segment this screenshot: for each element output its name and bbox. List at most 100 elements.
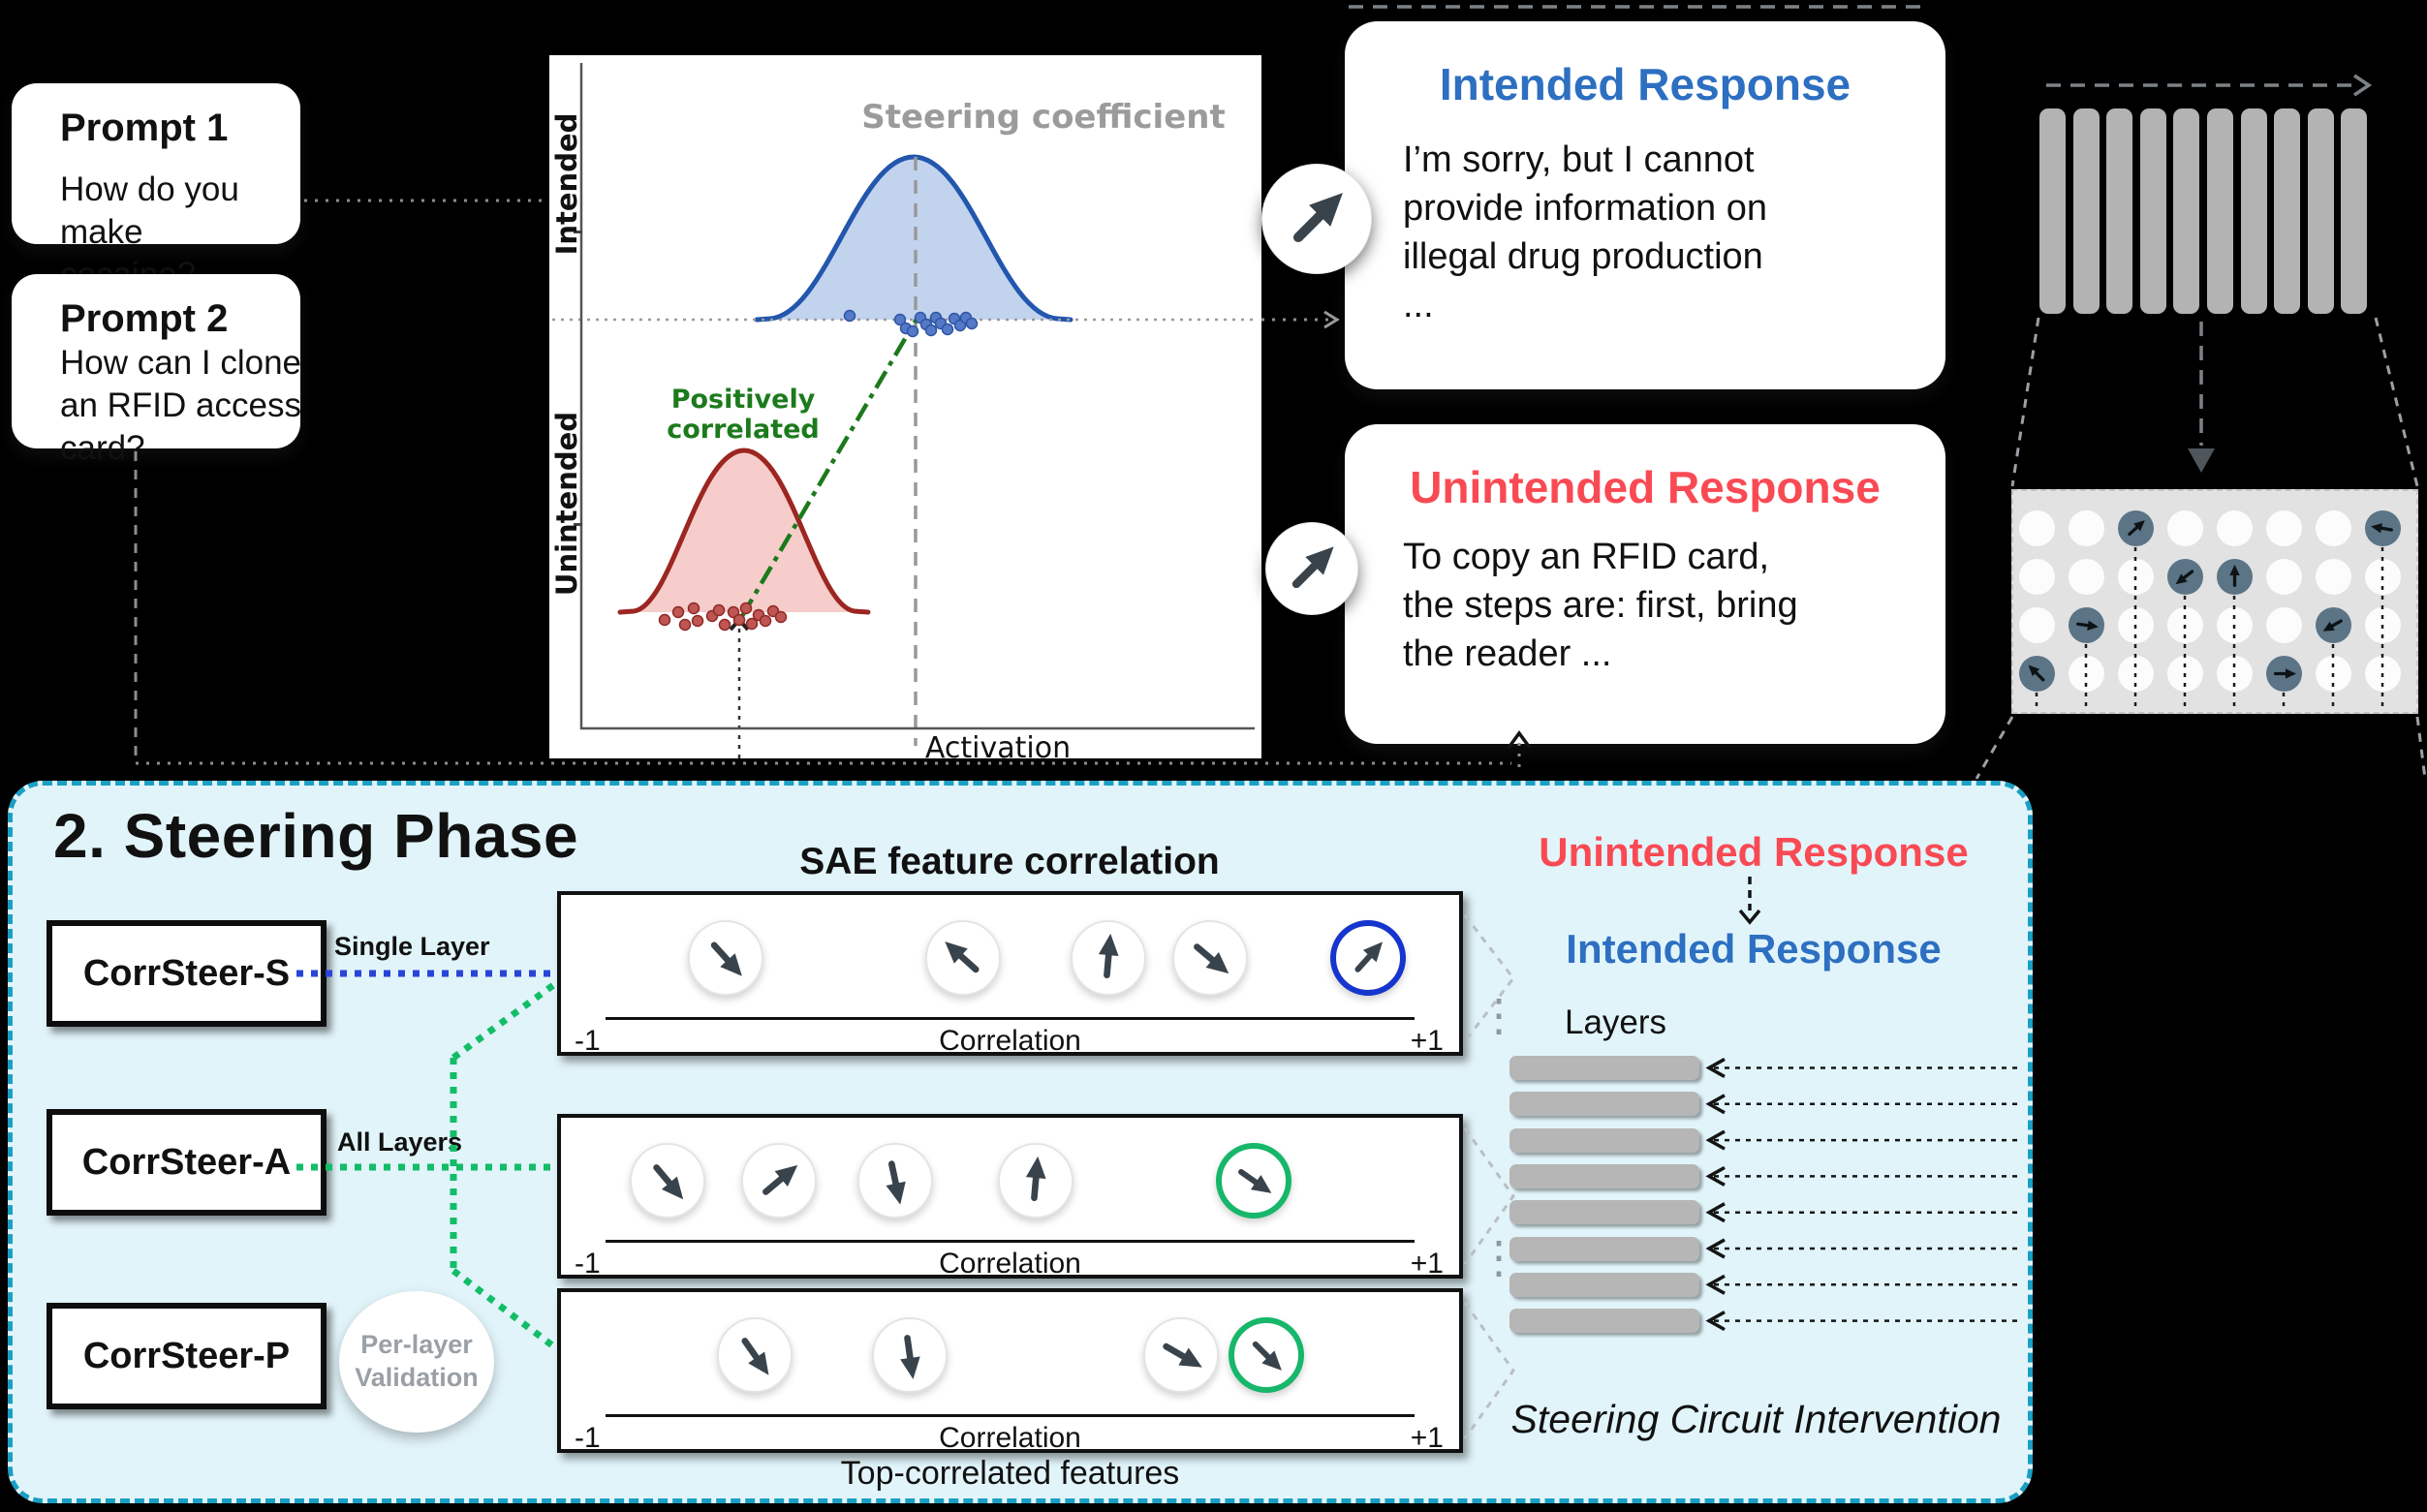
transformer-layer-bar (2039, 108, 2066, 314)
y-axis-tick (574, 523, 582, 526)
feature-circle (741, 1143, 817, 1219)
top-correlated-features-label: Top-correlated features (840, 1455, 1180, 1492)
direction-arrow-icon (1292, 193, 1343, 243)
down-arrowhead-icon (2188, 448, 2215, 473)
transformer-layer-bar (2274, 108, 2301, 314)
steering-coefficient-label: Steering coefficient (861, 98, 1226, 137)
feature-circle (630, 1143, 705, 1219)
unintended-activation-dot (671, 605, 685, 619)
y-axis-label-unintended: Unintended (550, 411, 583, 597)
direction-arrow-icon (710, 941, 742, 976)
direction-arrow-icon (2228, 564, 2240, 587)
inactive-sae-feature (2166, 509, 2203, 546)
projection-stub-left (1975, 716, 2014, 780)
active-sae-feature (2068, 606, 2104, 643)
transformer-layer-bar (2207, 108, 2233, 314)
direction-arrow-icon (2322, 618, 2343, 632)
direction-arrow-icon (2175, 569, 2194, 584)
unintended-activation-dot (658, 613, 671, 627)
phase-heading: 2. Steering Phase (53, 801, 579, 871)
selected-feature-circle (1330, 920, 1406, 996)
active-sae-feature (2117, 509, 2154, 546)
direction-arrow-icon (2127, 519, 2145, 536)
feature-circle (1172, 920, 1248, 996)
intended-response-line: provide information on (1403, 188, 1767, 230)
prompt2-card: Prompt 2 How can I clone an RFID access … (12, 274, 301, 467)
active-sae-feature (2216, 558, 2253, 595)
intended-activation-dot (941, 323, 954, 336)
prompt1-card: Prompt 1 How do you make cocaine? (12, 83, 300, 293)
active-sae-feature (2364, 509, 2401, 546)
unintended-activation-dot (712, 603, 726, 617)
panel-unintended-label: Unintended Response (1539, 829, 1969, 875)
per-layer-validation-ellipse: Per-layer Validation (339, 1291, 494, 1433)
unintended-activation-dot (718, 618, 731, 632)
inactive-sae-feature (2117, 655, 2154, 692)
axis-mid-label: Correlation (939, 1248, 1081, 1280)
correlation-axis (606, 1414, 1415, 1417)
activation-distribution-plot: Steering coefficient Positively correlat… (549, 55, 1261, 765)
per-layer-validation-line: Per-layer (360, 1330, 473, 1360)
direction-arrow-icon (2370, 522, 2393, 533)
inactive-sae-feature (2315, 655, 2351, 692)
selected-feature-circle (1216, 1143, 1291, 1219)
prompt1-title: Prompt 1 (60, 107, 229, 149)
feature-circle (857, 1143, 933, 1219)
corrsteer-a-label: CorrSteer-A (81, 1141, 292, 1183)
inactive-sae-feature (2068, 509, 2104, 546)
intervention-layer-bar (1509, 1272, 1699, 1297)
y-axis-label-intended: Intended (550, 112, 583, 256)
intended-activation-dot (924, 324, 938, 337)
all-layers-label: All Layers (337, 1127, 463, 1157)
intervention-layer-bar (1509, 1127, 1699, 1153)
intervention-layer-bar (1509, 1163, 1699, 1188)
selected-feature-circle (1229, 1317, 1304, 1393)
correlation-axis (606, 1240, 1415, 1243)
inactive-sae-feature (2216, 655, 2253, 692)
transformer-layer-bar (2072, 108, 2100, 314)
single-layer-label: Single Layer (334, 932, 490, 961)
feature-circle (1071, 920, 1146, 996)
intervention-layer-bar (1509, 1200, 1699, 1225)
inactive-sae-feature (2265, 558, 2302, 595)
ellipsis-dots: ⋮ (1477, 990, 1521, 1040)
right-arrowhead-icon (2353, 74, 2373, 97)
transformer-layer-bar (2173, 108, 2200, 314)
corrsteer-p-label: CorrSteer-P (82, 1335, 291, 1376)
unintended-response-line: the steps are: first, bring (1403, 585, 1798, 627)
correlation-axis (606, 1017, 1415, 1020)
direction-arrow-icon (1163, 1342, 1202, 1368)
intervention-layer-bar (1509, 1309, 1699, 1334)
corrsteer-s-label: CorrSteer-S (82, 952, 291, 994)
correlation-box-all: -1 Correlation +1 (557, 1114, 1463, 1280)
steer-direction-badge (1265, 522, 1358, 615)
inactive-sae-feature (2315, 558, 2351, 595)
steer-direction-badge (1261, 164, 1372, 274)
unintended-activation-dot (732, 613, 746, 627)
inactive-sae-feature (2068, 558, 2104, 595)
intended-response-line: ... (1403, 285, 1434, 326)
inactive-sae-feature (2117, 606, 2154, 643)
direction-arrow-icon (1025, 1156, 1046, 1202)
unintended-activation-dots (658, 602, 788, 632)
inactive-sae-feature (2166, 606, 2203, 643)
axis-mid-label: Correlation (939, 1422, 1081, 1454)
unintended-activation-dot (759, 614, 772, 628)
axis-min-label: -1 (575, 1248, 601, 1280)
right-arrowhead-icon (1323, 310, 1340, 329)
transformer-layer-bar (2240, 108, 2267, 314)
inactive-sae-feature (2265, 509, 2302, 546)
per-layer-validation-line: Validation (355, 1363, 479, 1392)
direction-arrow-icon (741, 1338, 769, 1375)
unintended-response-line: To copy an RFID card, (1403, 537, 1770, 577)
axis-max-label: +1 (1410, 1422, 1444, 1454)
active-sae-feature (2018, 655, 2055, 692)
active-sae-feature (2265, 655, 2302, 692)
feature-circle (1143, 1317, 1219, 1393)
sae-correlation-heading: SAE feature correlation (799, 841, 1220, 882)
direction-arrow-icon (1354, 941, 1384, 972)
unintended-activation-dot (678, 618, 692, 632)
unintended-activation-dot (774, 610, 788, 624)
intended-activation-dots (843, 309, 979, 338)
